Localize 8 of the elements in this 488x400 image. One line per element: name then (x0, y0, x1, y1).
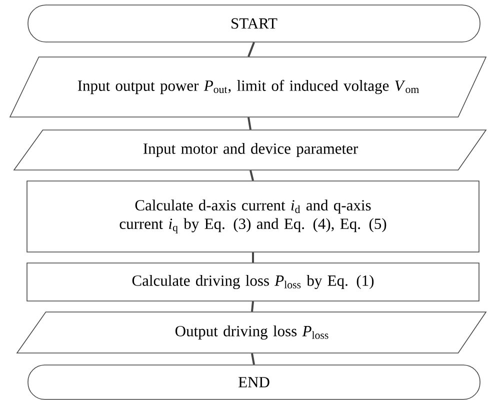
connector-line (248, 42, 255, 57)
process-box: Calculate d-axis current i$_{d}$ and q-axis current i$_{q}$ by Eq. (3) and Eq. (4), Eq. (5) (26, 180, 480, 252)
connector-line (252, 252, 254, 263)
connector-line (248, 117, 252, 130)
connector-line (250, 170, 254, 181)
process-box: Calculate driving loss P$_{loss}$ by Eq. (1) (26, 262, 480, 302)
connector-line (251, 353, 255, 365)
connector-line (251, 301, 254, 312)
